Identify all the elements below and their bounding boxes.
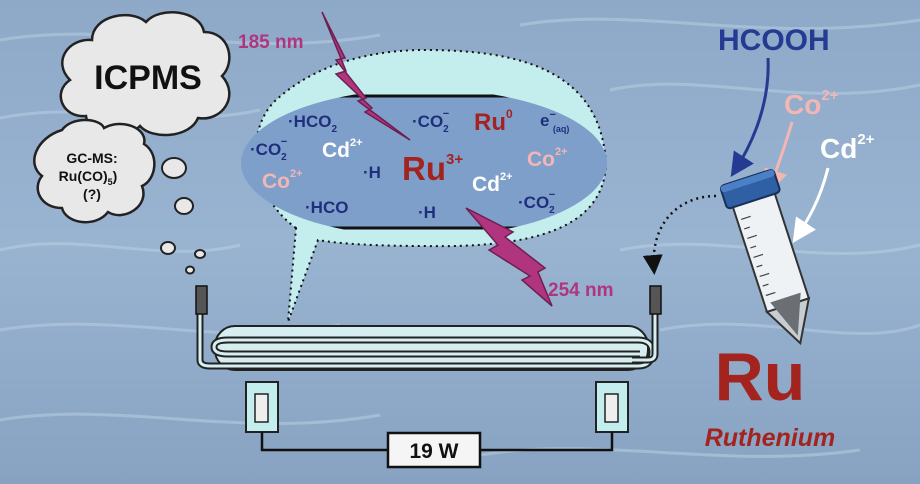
cadmium-arrow bbox=[792, 167, 830, 243]
species-co2-radical-left: ·CO2− bbox=[250, 136, 287, 163]
species-cd-right: Cd2+ bbox=[472, 171, 513, 196]
icpms-label: ICPMS bbox=[94, 59, 202, 97]
species-ru0: Ru0 bbox=[474, 107, 513, 136]
species-co-right: Co2+ bbox=[527, 146, 568, 171]
outlet-connector bbox=[649, 285, 662, 315]
species-h-left: ·H bbox=[363, 163, 381, 182]
cadmium-label: Cd2+ bbox=[820, 131, 875, 164]
wavelength-185-label: 185 nm bbox=[238, 32, 303, 53]
element-name: Ruthenium bbox=[705, 424, 836, 452]
species-group: ·HCO2 ·CO2− Ru0 e−(aq) ·CO2− Cd2+ ·H Ru3… bbox=[250, 107, 569, 222]
power-supply-box bbox=[386, 431, 482, 469]
gcms-line2: Ru(CO)5) bbox=[59, 168, 118, 187]
power-label: 19 W bbox=[409, 440, 458, 463]
species-h-bottom: ·H bbox=[418, 203, 436, 222]
species-hco2-radical: ·HCO2 bbox=[288, 112, 337, 135]
hcooh-label: HCOOH bbox=[718, 24, 830, 57]
wavelength-254-label: 254 nm bbox=[548, 280, 613, 301]
uv-185-lightning bbox=[321, 11, 411, 141]
gcms-cloud bbox=[33, 118, 156, 224]
species-co-left: Co2+ bbox=[262, 168, 303, 193]
uv-254-lightning bbox=[465, 207, 553, 307]
species-cd-left: Cd2+ bbox=[322, 137, 363, 162]
element-symbol: Ru bbox=[715, 339, 806, 415]
thought-bubbles bbox=[160, 157, 206, 275]
solution-band bbox=[241, 96, 607, 228]
hcooh-arrow bbox=[730, 57, 770, 178]
species-co2-radical-top: ·CO2− bbox=[412, 108, 449, 135]
species-ru3: Ru3+ bbox=[402, 150, 463, 187]
species-e-aq: e−(aq) bbox=[540, 109, 569, 134]
inlet-connector bbox=[195, 285, 208, 315]
gcms-line1: GC-MS: bbox=[66, 150, 117, 166]
uv-lamp-reactor: 19 W bbox=[195, 285, 662, 469]
cobalt-label: Co2+ bbox=[784, 87, 839, 120]
icpms-cloud bbox=[59, 11, 231, 137]
species-hco-radical: ·HCO bbox=[305, 198, 348, 217]
species-co2-radical-right: ·CO2− bbox=[518, 189, 555, 216]
centrifuge-tube bbox=[719, 169, 811, 346]
gcms-line3: (?) bbox=[83, 186, 101, 202]
